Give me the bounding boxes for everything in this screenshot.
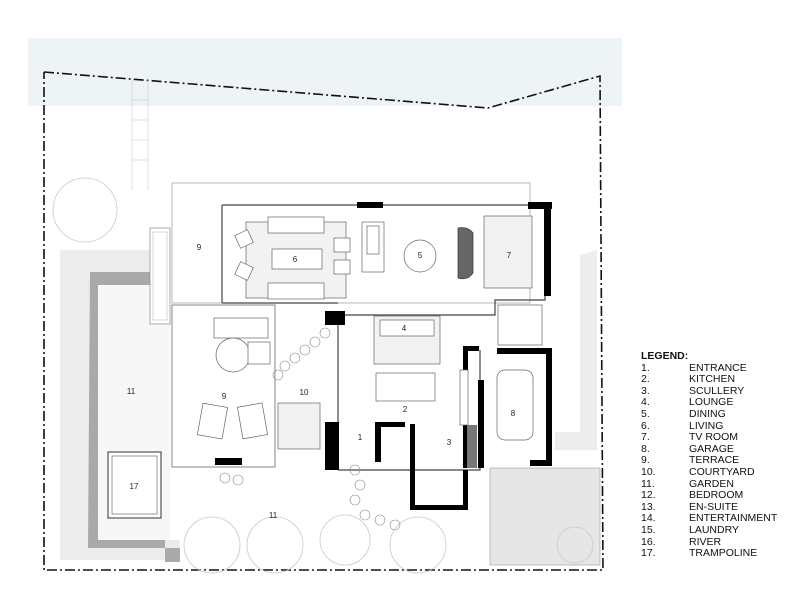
room-label: 2 [403, 405, 408, 414]
legend-item: 4. LOUNGE [641, 397, 777, 409]
legend-label: TRAMPOLINE [689, 547, 758, 560]
legend-number: 17. [641, 547, 656, 560]
legend-item: 9. TERRACE [641, 455, 777, 467]
legend-item: 2. KITCHEN [641, 374, 777, 386]
room-label: 4 [402, 324, 407, 333]
legend-item: 13. EN-SUITE [641, 500, 777, 514]
legend-item: 12. BEDROOM [641, 490, 777, 502]
room-label: 10 [300, 388, 309, 397]
legend-number: 4. [641, 396, 650, 409]
legend-number: 7. [641, 431, 650, 444]
legend-label: BEDROOM [689, 489, 744, 502]
garden-wall [88, 272, 180, 562]
legend-label: RIVER [689, 535, 722, 548]
legend-label: COURTYARD [689, 465, 755, 478]
legend-item: 14. ENTERTAINMENT [641, 513, 777, 525]
legend-title: LEGEND: [641, 350, 689, 362]
legend-number: 15. [641, 523, 656, 536]
room-label: 7 [507, 251, 512, 260]
legend-number: 5. [641, 407, 650, 420]
legend-item: 7. TV ROOM [641, 432, 777, 444]
legend-label: DINING [689, 407, 726, 420]
legend-label: SCULLERY [689, 384, 745, 397]
legend-number: 9. [641, 454, 650, 467]
legend: LEGEND: 1. ENTRANCE 2. KITCHEN 3. SCULLERY 4. L… [641, 350, 777, 560]
legend-number: 10. [641, 465, 656, 478]
legend-label: KITCHEN [689, 373, 736, 386]
room-label: 5 [418, 251, 423, 260]
legend-number: 12. [641, 489, 656, 502]
legend-label: GARAGE [689, 442, 734, 455]
solid-walls [215, 202, 552, 510]
legend-number: 2. [641, 373, 650, 386]
legend-number: 11. [641, 477, 655, 490]
furniture [196, 215, 543, 450]
legend-label: LOUNGE [689, 396, 734, 409]
room-label: 3 [447, 438, 452, 447]
legend-label: TV ROOM [689, 431, 738, 444]
legend-label: GARDEN [689, 477, 734, 490]
legend-number: 3. [641, 384, 650, 397]
legend-label: ENTRANCE [689, 361, 747, 374]
room-label: 1 [358, 433, 363, 442]
legend-item: 17. TRAMPOLINE [641, 547, 777, 560]
legend-number: 14. [641, 512, 656, 525]
room-label: 11 [127, 387, 136, 396]
paving-stones [219, 327, 401, 531]
legend-label: LIVING [689, 419, 724, 432]
legend-item: 6. LIVING [641, 419, 777, 433]
room-label: 9 [197, 243, 202, 252]
legend-label: ENTERTAINMENT [689, 512, 778, 525]
legend-item: 3. SCULLERY [641, 384, 777, 398]
room-label: 9 [222, 392, 227, 401]
legend-label: TERRACE [689, 454, 740, 467]
legend-number: 13. [641, 500, 656, 513]
trampoline [107, 451, 162, 519]
legend-item: 16. RIVER [641, 535, 777, 549]
room-label: 8 [511, 409, 516, 418]
trees [52, 177, 594, 574]
legend-item: 10. COURTYARD [641, 465, 777, 479]
legend-number: 6. [641, 419, 650, 432]
room-labels: 9 6 5 7 4 9 10 11 2 1 3 8 17 11 [127, 243, 516, 520]
legend-item: 8. GARAGE [641, 442, 777, 456]
legend-label: EN-SUITE [689, 500, 739, 513]
legend-item: 15. LAUNDRY [641, 523, 777, 537]
legend-number: 8. [641, 442, 650, 455]
river [28, 38, 622, 106]
legend-label: LAUNDRY [689, 523, 739, 536]
room-label: 11 [269, 511, 278, 520]
room-label: 17 [130, 482, 139, 491]
legend-number: 16. [641, 535, 656, 548]
room-label: 6 [293, 255, 298, 264]
legend-item: 1. ENTRANCE [641, 361, 777, 375]
legend-item: 11. GARDEN [641, 477, 777, 491]
legend-number: 1. [641, 361, 650, 374]
property-boundary [43, 71, 604, 571]
driveway [489, 467, 601, 566]
legend-item: 5. DINING [641, 407, 777, 421]
